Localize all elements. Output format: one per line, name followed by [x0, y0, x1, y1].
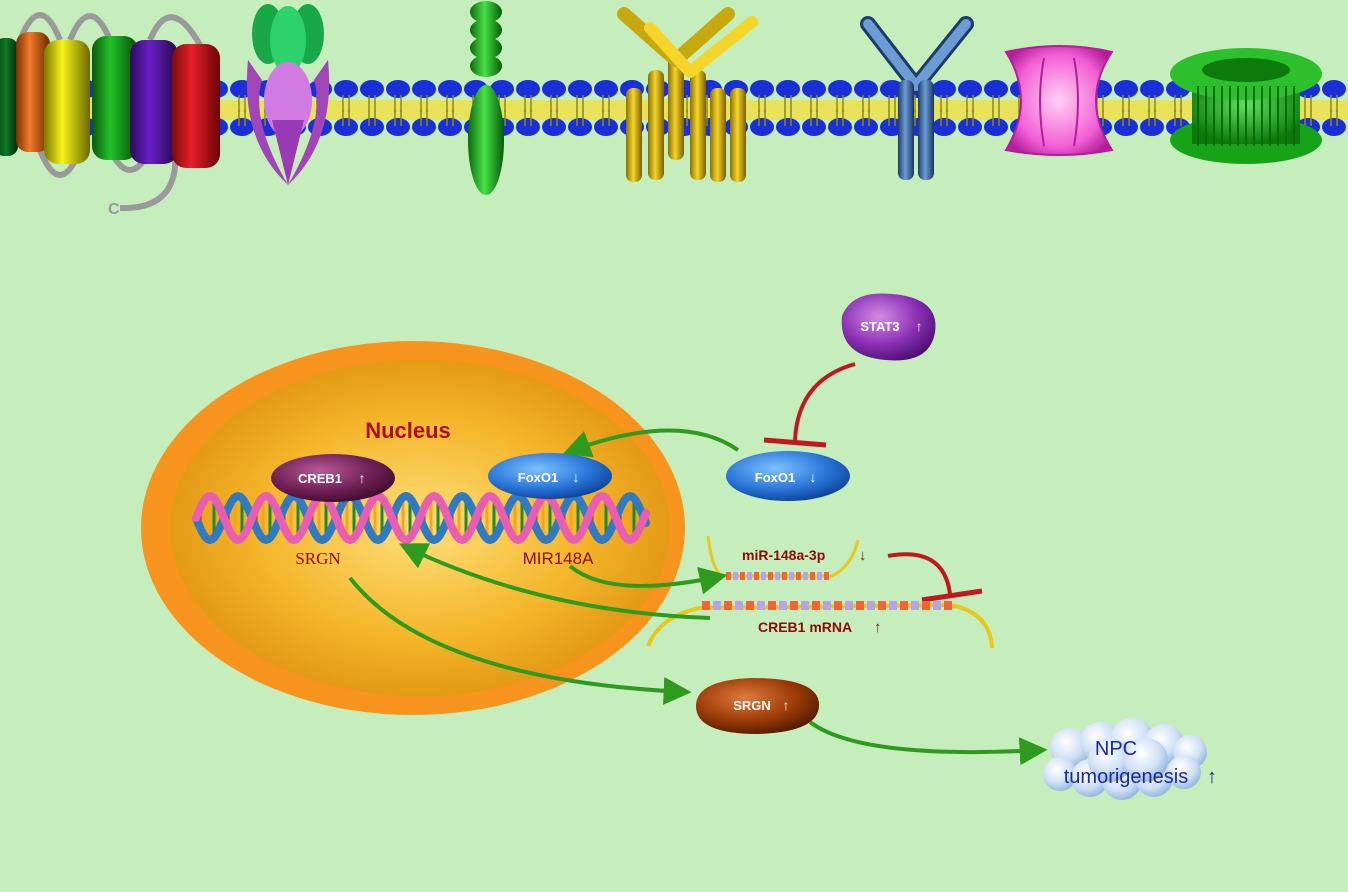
srgn-promotes-tumorigenesis-arrow: [808, 720, 1048, 766]
pink-channel-icon: [1004, 45, 1114, 156]
c-terminus-label: C: [108, 201, 120, 218]
stat3-inhibits-foxo1: [763, 362, 856, 448]
foxo1-nuclear-protein: FoxO1 ↓: [488, 453, 612, 499]
gold-receptor-dimer-icon: [617, 7, 758, 182]
stat3-up-indicator: ↑: [916, 318, 923, 334]
mirna-down-indicator: ↓: [859, 547, 867, 564]
foxo1-nuclear-down-indicator: ↓: [573, 469, 580, 485]
creb1-mrna-label: CREB1 mRNA: [758, 619, 852, 635]
outcome-line2: tumorigenesis: [1064, 766, 1189, 788]
foxo1-translocation-arrow: [562, 428, 740, 458]
stat3-protein: STAT3 ↑: [841, 293, 936, 361]
creb1-mrna-up-indicator: ↑: [874, 619, 882, 636]
creb1-nuclear-protein: CREB1 ↑: [271, 454, 395, 502]
gene-mir148a-label: MIR148A: [523, 549, 595, 568]
creb1-nuclear-label: CREB1: [298, 471, 342, 486]
foxo1-cytoplasmic-label: FoxO1: [755, 470, 795, 485]
creb1-mrna-strand: [646, 601, 994, 649]
green-pore-channel-icon: [1170, 48, 1322, 164]
foxo1-cytoplasmic-protein: FoxO1 ↓: [726, 451, 850, 501]
mirna-label: miR-148a-3p: [742, 547, 825, 563]
npc-tumorigenesis-cloud: NPC tumorigenesis ↑: [1043, 718, 1217, 800]
stat3-label: STAT3: [860, 319, 899, 334]
purple-receptor-icon: [246, 4, 330, 185]
srgn-protein: SRGN ↑: [696, 678, 820, 734]
outcome-line1: NPC: [1095, 738, 1137, 760]
srgn-expression-arrow: [348, 576, 692, 705]
mirna-inhibits-creb1-mrna: [887, 552, 983, 603]
creb1-activates-srgn-arrow: [398, 543, 711, 620]
srgn-protein-up-indicator: ↑: [783, 697, 790, 713]
nucleus-title: Nucleus: [365, 418, 451, 443]
foxo1-cytoplasmic-down-indicator: ↓: [810, 469, 817, 485]
srgn-protein-label: SRGN: [733, 698, 771, 713]
mir148a-transcription-arrow: [568, 564, 728, 595]
blue-y-receptor-icon: [860, 16, 974, 180]
mir-148a-3p-strand: [706, 535, 860, 580]
dna-strand-pink: [192, 491, 650, 545]
green-single-pass-receptor-icon: [468, 1, 504, 195]
creb1-nuclear-up-indicator: ↑: [359, 470, 366, 486]
gpcr-receptor-icon: C: [0, 12, 220, 218]
gene-srgn-label: SRGN: [295, 549, 340, 568]
foxo1-nuclear-label: FoxO1: [518, 470, 558, 485]
outcome-up-indicator: ↑: [1207, 766, 1217, 788]
